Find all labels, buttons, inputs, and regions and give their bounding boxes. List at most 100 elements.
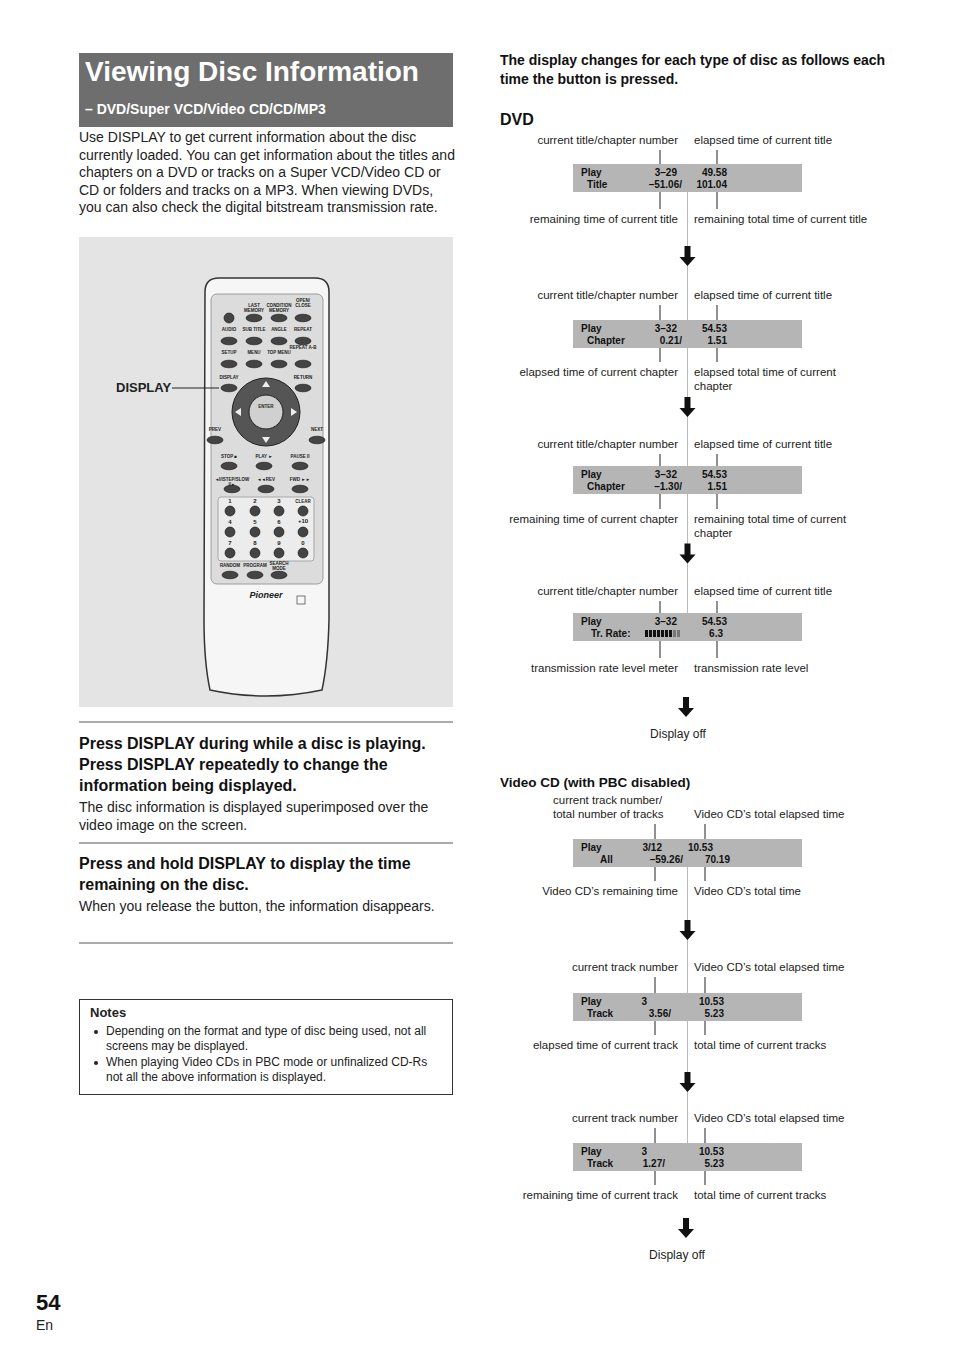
button-label: TOP MENU xyxy=(265,350,293,355)
flow-connector xyxy=(680,348,696,466)
button-label: 0 xyxy=(289,541,317,546)
button-label: 1 xyxy=(216,499,244,504)
display-value: All xyxy=(600,854,613,865)
button-label: 3 xyxy=(265,499,293,504)
callout-label: remaining time of current track xyxy=(523,1188,678,1202)
brand-logo: Pioneer xyxy=(249,590,282,600)
button-label: ANGLE xyxy=(265,327,293,332)
remote-buttons xyxy=(207,313,325,579)
meter-bar xyxy=(673,630,676,637)
remote-button xyxy=(271,360,287,368)
leader-line xyxy=(655,1171,656,1185)
meter-bar xyxy=(657,630,660,637)
meter-bar xyxy=(669,630,672,637)
button-label: PAUSE II xyxy=(286,454,314,459)
callout-label: Video CD’s remaining time xyxy=(542,884,678,898)
leader-line xyxy=(660,305,661,320)
callout-label: current title/chapter number xyxy=(537,437,678,451)
remote-button xyxy=(298,548,308,558)
arrow-head xyxy=(680,246,696,266)
display-value: Play xyxy=(581,323,602,334)
arrow-head xyxy=(680,544,696,564)
leader-line xyxy=(717,601,718,613)
remote-button xyxy=(221,384,237,392)
display-value: Tr. Rate: xyxy=(591,628,630,639)
remote-button xyxy=(221,360,237,368)
rule xyxy=(79,842,453,844)
leader-line xyxy=(655,1128,656,1143)
section-heading: Video CD (with PBC disabled) xyxy=(500,775,690,790)
leader-line xyxy=(655,867,656,881)
level-meter xyxy=(645,629,685,638)
meter-bar xyxy=(645,630,648,637)
callout-label: transmission rate level xyxy=(694,661,808,675)
remote-button xyxy=(295,337,311,345)
callout-label: remaining total time of current chapter xyxy=(694,512,874,540)
remote-button xyxy=(292,462,308,470)
callout-label: elapsed time of current chapter xyxy=(519,365,678,379)
button-label: OPEN/ CLOSE xyxy=(289,298,317,308)
display-value: 70.19 xyxy=(705,854,730,865)
leader-line xyxy=(717,641,718,658)
display-value: 3–32 xyxy=(655,469,677,480)
leader-line xyxy=(717,305,718,320)
leader-line xyxy=(660,150,661,164)
display-value: 0.21/ xyxy=(660,335,682,346)
callout-label: elapsed time of current title xyxy=(694,437,832,451)
remote-button xyxy=(250,527,260,537)
end-label: Display off xyxy=(650,727,706,741)
display-value: 1.51 xyxy=(708,335,727,346)
rule xyxy=(79,942,453,944)
callout-label: Video CD’s total elapsed time xyxy=(694,960,844,974)
button-label: PLAY ► xyxy=(250,454,278,459)
display-value: 54.53 xyxy=(702,323,727,334)
callout-label: elapsed time of current title xyxy=(694,584,832,598)
arrow-head xyxy=(680,920,696,940)
nav-arrow xyxy=(262,437,270,443)
remote-button xyxy=(292,485,308,493)
callout-label: Video CD’s total elapsed time xyxy=(694,807,844,821)
display-value: –51.06/ xyxy=(649,179,682,190)
display-value: Play xyxy=(581,167,602,178)
remote-body xyxy=(204,278,329,696)
step-body: When you release the button, the informa… xyxy=(79,898,457,916)
leader-line xyxy=(660,494,661,509)
callout-label: elapsed time of current title xyxy=(694,133,832,147)
button-label: LAST MEMORY xyxy=(240,303,268,313)
remote-button xyxy=(225,548,235,558)
leader-line xyxy=(655,824,656,839)
remote-button xyxy=(225,506,235,516)
nav-ring xyxy=(232,378,300,446)
page-subtitle: – DVD/Super VCD/Video CD/CD/MP3 xyxy=(85,101,326,117)
remote-button xyxy=(274,527,284,537)
button-label: REPEAT xyxy=(289,327,317,332)
callout-label: DISPLAY xyxy=(116,380,171,395)
title-band: Viewing Disc Information– DVD/Super VCD/… xyxy=(79,53,453,127)
button-label: 8 xyxy=(241,541,269,546)
display-value: 10.53 xyxy=(699,996,724,1007)
remote-button xyxy=(274,548,284,558)
remote-button xyxy=(256,462,272,470)
remote-panel xyxy=(79,237,453,707)
callout-label: current title/chapter number xyxy=(537,133,678,147)
callout-label: transmission rate level meter xyxy=(531,661,678,675)
nav-arrow xyxy=(235,408,241,416)
meter-bar xyxy=(649,630,652,637)
display-screen: Play310.53Track3.56/5.23 xyxy=(573,993,802,1021)
end-label: Display off xyxy=(649,1248,705,1262)
button-label: ENTER xyxy=(252,404,280,409)
button-label: 5 xyxy=(241,520,269,525)
button-label: AUDIO xyxy=(215,327,243,332)
leader-line xyxy=(655,977,656,993)
callout-label: elapsed total time of current chapter xyxy=(694,365,874,393)
display-value: –59.26/ xyxy=(650,854,683,865)
button-label: PREV xyxy=(201,427,229,432)
button-label: SETUP xyxy=(215,350,243,355)
display-value: 3/12 xyxy=(643,842,662,853)
note-item: When playing Video CDs in PBC mode or un… xyxy=(90,1055,442,1085)
display-value: 3 xyxy=(641,1146,647,1157)
remote-button xyxy=(295,360,311,368)
callout-label: remaining time of current title xyxy=(530,212,678,226)
display-value: Track xyxy=(587,1008,613,1019)
remote-button xyxy=(250,506,260,516)
